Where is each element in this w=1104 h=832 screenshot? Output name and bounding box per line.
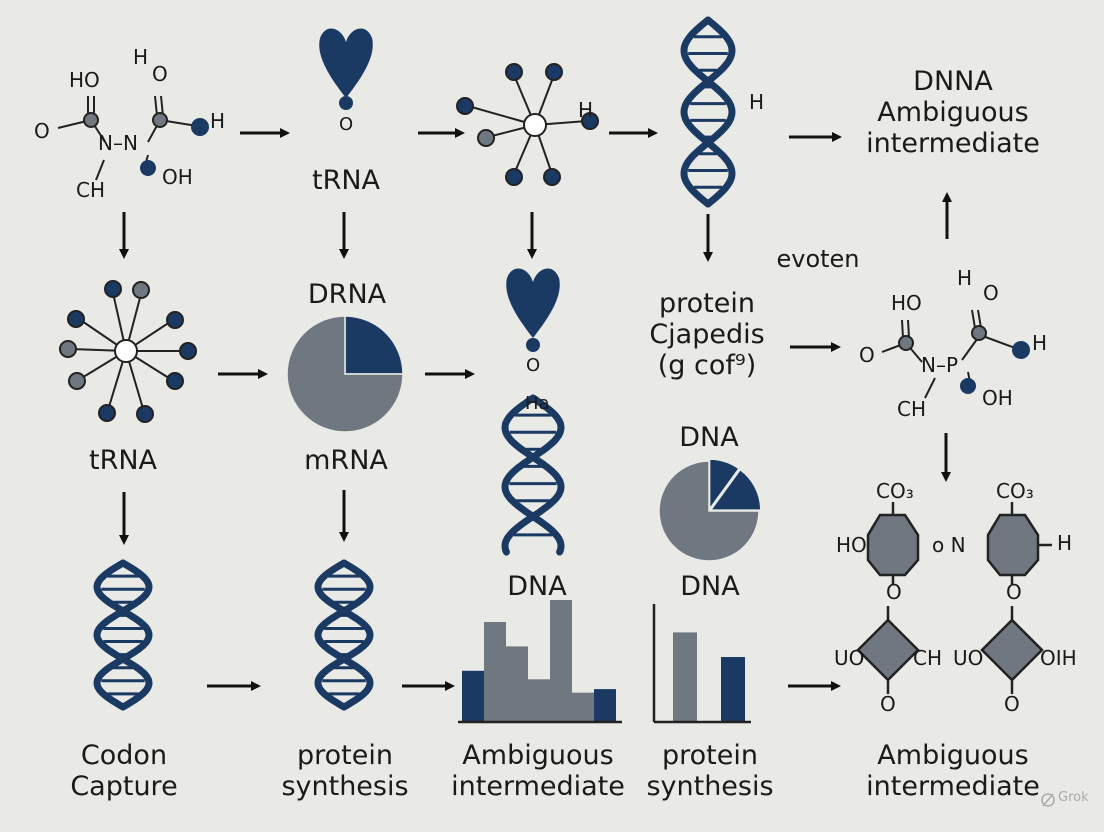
label-protein-synthesis-1: protein synthesis <box>281 740 409 803</box>
atom-label: H <box>133 45 149 69</box>
helix-strand-b <box>501 394 565 556</box>
atom-label: O <box>1006 580 1022 604</box>
atom-label: H <box>749 90 765 114</box>
pie-slice <box>708 458 741 512</box>
atom-label: O <box>526 355 541 376</box>
pie-slice <box>344 315 404 375</box>
atom-label: H <box>957 266 973 290</box>
bar <box>550 600 572 722</box>
atom-label: O <box>1004 692 1020 716</box>
dna-helix-top <box>680 16 736 208</box>
watermark-icon <box>1041 793 1055 807</box>
dna-helix-bottom-2 <box>314 559 374 711</box>
atom-label: H <box>210 109 226 133</box>
pie-slice <box>709 468 762 511</box>
bar <box>721 657 745 722</box>
atom-label: Ha <box>525 393 550 414</box>
helix-strand-b <box>93 559 153 711</box>
label-ambiguous-bottom-1: Ambiguous intermediate <box>451 740 625 803</box>
label-mrna: mRNA <box>304 445 388 476</box>
helix-strand-a <box>93 559 153 711</box>
bar <box>484 622 506 722</box>
hexagon-molecules <box>856 502 1052 694</box>
molecule-structure-5 <box>881 309 1030 399</box>
molecule-structure-1 <box>57 95 209 181</box>
helix-strand-b <box>680 16 736 208</box>
label-trna-top: tRNA <box>311 165 381 196</box>
atom-label: O <box>983 281 999 305</box>
atom-label: H <box>1057 531 1073 555</box>
bar-chart-protein <box>652 604 751 724</box>
atom-label: HO <box>836 533 867 557</box>
atom-label: OH <box>982 386 1013 410</box>
helix-strand-a <box>501 394 565 556</box>
atom-label: OIH <box>1040 646 1077 670</box>
atom-label: O <box>859 343 875 367</box>
trna-heart-icon-top <box>319 28 373 110</box>
label-protein-synthesis-2: protein synthesis <box>646 740 774 803</box>
label-top-right: DNNA Ambiguous intermediate <box>866 66 1040 160</box>
atom-label: OH <box>162 165 193 189</box>
atom-label: N–P <box>921 353 959 377</box>
atom-label: N–N <box>98 131 138 155</box>
atom-label: O <box>152 62 168 86</box>
bar <box>506 646 528 722</box>
atom-label: O <box>880 692 896 716</box>
trna-heart-icon-mid <box>506 268 560 352</box>
helix-strand-a <box>314 559 374 711</box>
atom-label: O <box>339 114 354 135</box>
atom-label: CH <box>913 646 943 670</box>
atom-label: o N <box>932 533 966 557</box>
label-codon-capture: Codon Capture <box>70 740 178 803</box>
atom-label: O <box>34 119 50 143</box>
label-dna-bars-1: DNA <box>507 571 567 602</box>
label-dna-pie: DNA <box>679 422 739 453</box>
bar <box>594 689 616 722</box>
label-trna-left: tRNA <box>88 445 158 476</box>
atom-label: CO₃ <box>876 479 914 503</box>
pie-slice <box>658 460 760 562</box>
atom-label: CH <box>897 397 927 421</box>
helix-strand-b <box>314 559 374 711</box>
hub-molecule-left <box>59 280 197 423</box>
bar <box>462 670 484 722</box>
label-ambiguous-bottom-2: Ambiguous intermediate <box>866 740 1040 803</box>
atom-label: HO <box>69 68 100 92</box>
label-dna-bars-2: DNA <box>680 571 740 602</box>
bar <box>673 632 697 722</box>
atom-label: H <box>578 98 594 122</box>
pie-chart-mrna <box>286 315 404 433</box>
flow-arrows <box>119 128 952 691</box>
dna-helix-mid <box>501 394 565 556</box>
pie-slice <box>286 315 404 433</box>
dna-helix-bottom-1 <box>93 559 153 711</box>
helix-strand-a <box>680 16 736 208</box>
atom-label: CH <box>76 178 106 202</box>
label-evoten: evoten <box>776 245 860 273</box>
atom-label: H <box>1032 331 1048 355</box>
atom-label: CO₃ <box>996 479 1034 503</box>
hub-molecule-top <box>456 63 599 186</box>
watermark-text: Grok <box>1058 790 1089 805</box>
atom-label: UO <box>953 646 984 670</box>
atom-label: UO <box>834 646 865 670</box>
bar <box>572 692 594 722</box>
atom-label: HO <box>891 291 922 315</box>
label-drna: DRNA <box>307 279 387 310</box>
pie-chart-dna <box>658 458 762 562</box>
label-protein-mid: protein Cjapedis (g cof⁹) <box>649 288 765 382</box>
bar-chart-ambiguous <box>458 600 622 724</box>
atom-label: O <box>886 580 902 604</box>
bar <box>528 679 550 722</box>
